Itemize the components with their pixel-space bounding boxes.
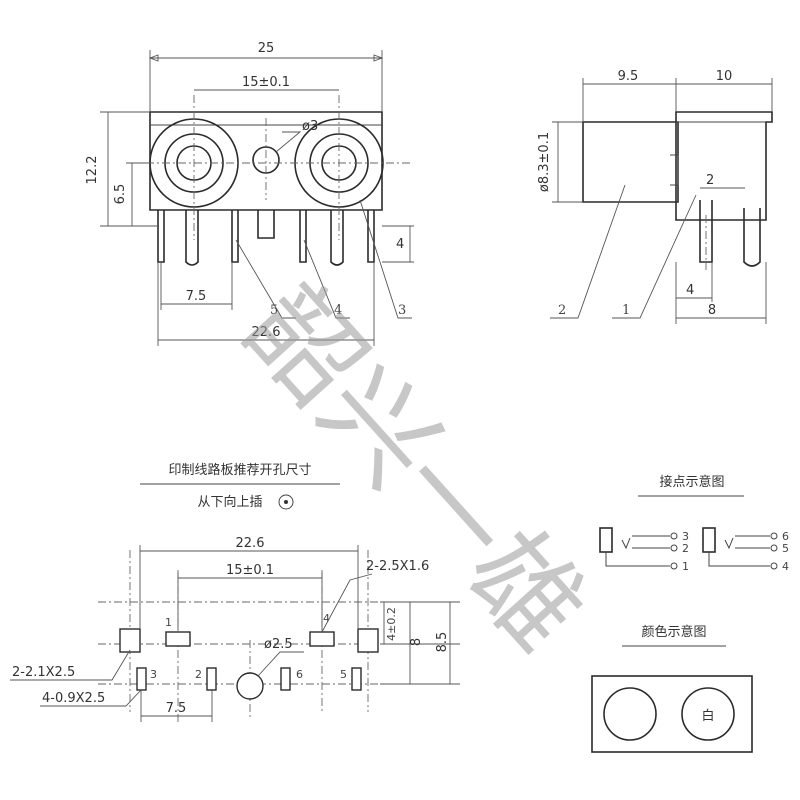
dim-front-length: 9.5 (618, 69, 639, 84)
center-locating-hole (236, 672, 264, 700)
pad-5 (351, 667, 362, 691)
jack-body-outline (149, 111, 383, 211)
pin-label-6: 6 (296, 668, 303, 681)
pcb-dim-offset: 7.5 (166, 701, 187, 716)
pin-left-ground (157, 210, 165, 263)
pcb-dim-slot-top: 2-2.5X1.6 (366, 559, 429, 574)
contacts-title: 接点示意图 (659, 474, 724, 490)
pad-3 (136, 667, 147, 691)
dim-pin-gap: 2 (706, 173, 714, 188)
contact-left-pin-3: 3 (682, 530, 689, 543)
pin-right-signal (330, 210, 344, 266)
side-pin-front (699, 200, 713, 263)
pcb-dim-hole: ø2.5 (264, 637, 293, 652)
side-pin-rear (743, 208, 761, 267)
pcb-dim-total: 22.6 (236, 536, 265, 551)
callout-3: 3 (398, 303, 406, 318)
dim-total-width: 25 (258, 41, 275, 56)
dim-pin-position: 4 (686, 283, 694, 298)
color-diagram: 颜色示意图 白 (591, 624, 753, 753)
callout-1: 1 (622, 303, 630, 318)
dim-back-length: 10 (716, 69, 733, 84)
insert-direction-icon (278, 494, 294, 510)
pcb-dim-8: 8 (409, 638, 424, 646)
front-view: 25 15±0.1 ø3 12.2 6.5 4 7.5 22.6 5 4 3 (85, 41, 414, 346)
pin-label-2: 2 (195, 668, 202, 681)
dim-pin-len: 4 (396, 237, 404, 252)
callout-4: 4 (334, 303, 342, 318)
pad-ground-left (119, 628, 141, 653)
dim-center-height: 6.5 (113, 184, 128, 205)
pcb-layout: 印制线路板推荐开孔尺寸 从下向上插 1 4 3 2 6 5 22.6 15±0.… (10, 462, 460, 725)
pin-label-3: 3 (150, 668, 157, 681)
pcb-dim-pitch: 15±0.1 (226, 563, 274, 578)
callout-5: 5 (270, 303, 278, 318)
pin-left-signal (185, 210, 199, 266)
contact-left-pin-2: 2 (682, 542, 689, 555)
pin-label-4: 4 (323, 612, 330, 625)
color-panel (591, 675, 753, 753)
pin-label-5: 5 (340, 668, 347, 681)
side-sleeve (582, 121, 679, 203)
pad-2 (206, 667, 217, 691)
colors-title: 颜色示意图 (641, 624, 706, 640)
pin-3 (367, 210, 375, 263)
color-right-label: 白 (701, 708, 714, 724)
contact-left-pin-1: 1 (682, 560, 689, 573)
side-view: 9.5 10 ø8.3±0.1 2 4 8 2 1 (537, 69, 773, 324)
pcb-dim-slot-small: 4-0.9X2.5 (42, 691, 105, 706)
pad-6 (280, 667, 291, 691)
dim-body-depth: 8 (708, 303, 716, 318)
dim-pin-span: 22.6 (252, 325, 281, 340)
contact-schematic: 接点示意图 3 2 1 6 5 4 (599, 474, 789, 573)
pcb-dim-85: 8.5 (435, 632, 450, 653)
side-body (675, 111, 773, 221)
pin-center-tab (257, 210, 275, 239)
pad-1 (165, 631, 191, 647)
contact-right-pin-6: 6 (782, 530, 789, 543)
pin-label-1: 1 (165, 616, 172, 629)
pad-ground-right (357, 628, 379, 653)
pin-4 (299, 210, 307, 263)
color-right-jack (681, 687, 735, 741)
dim-hole: ø3 (302, 119, 318, 134)
pin-5 (231, 210, 239, 263)
dim-pin-offset: 7.5 (186, 289, 207, 304)
pcb-dim-row-gap: 4±0.2 (385, 607, 398, 641)
pcb-dim-slot-left: 2-2.1X2.5 (12, 665, 75, 680)
dim-pitch: 15±0.1 (242, 75, 290, 90)
callout-2: 2 (558, 303, 566, 318)
color-left-jack (603, 687, 657, 741)
pad-4 (309, 631, 335, 647)
contact-right-pin-4: 4 (782, 560, 789, 573)
pcb-layout-subtitle: 从下向上插 (197, 494, 262, 510)
pcb-layout-title: 印制线路板推荐开孔尺寸 (168, 462, 311, 478)
contact-right-pin-5: 5 (782, 542, 789, 555)
dim-diameter: ø8.3±0.1 (537, 132, 552, 192)
dim-height: 12.2 (85, 156, 100, 185)
